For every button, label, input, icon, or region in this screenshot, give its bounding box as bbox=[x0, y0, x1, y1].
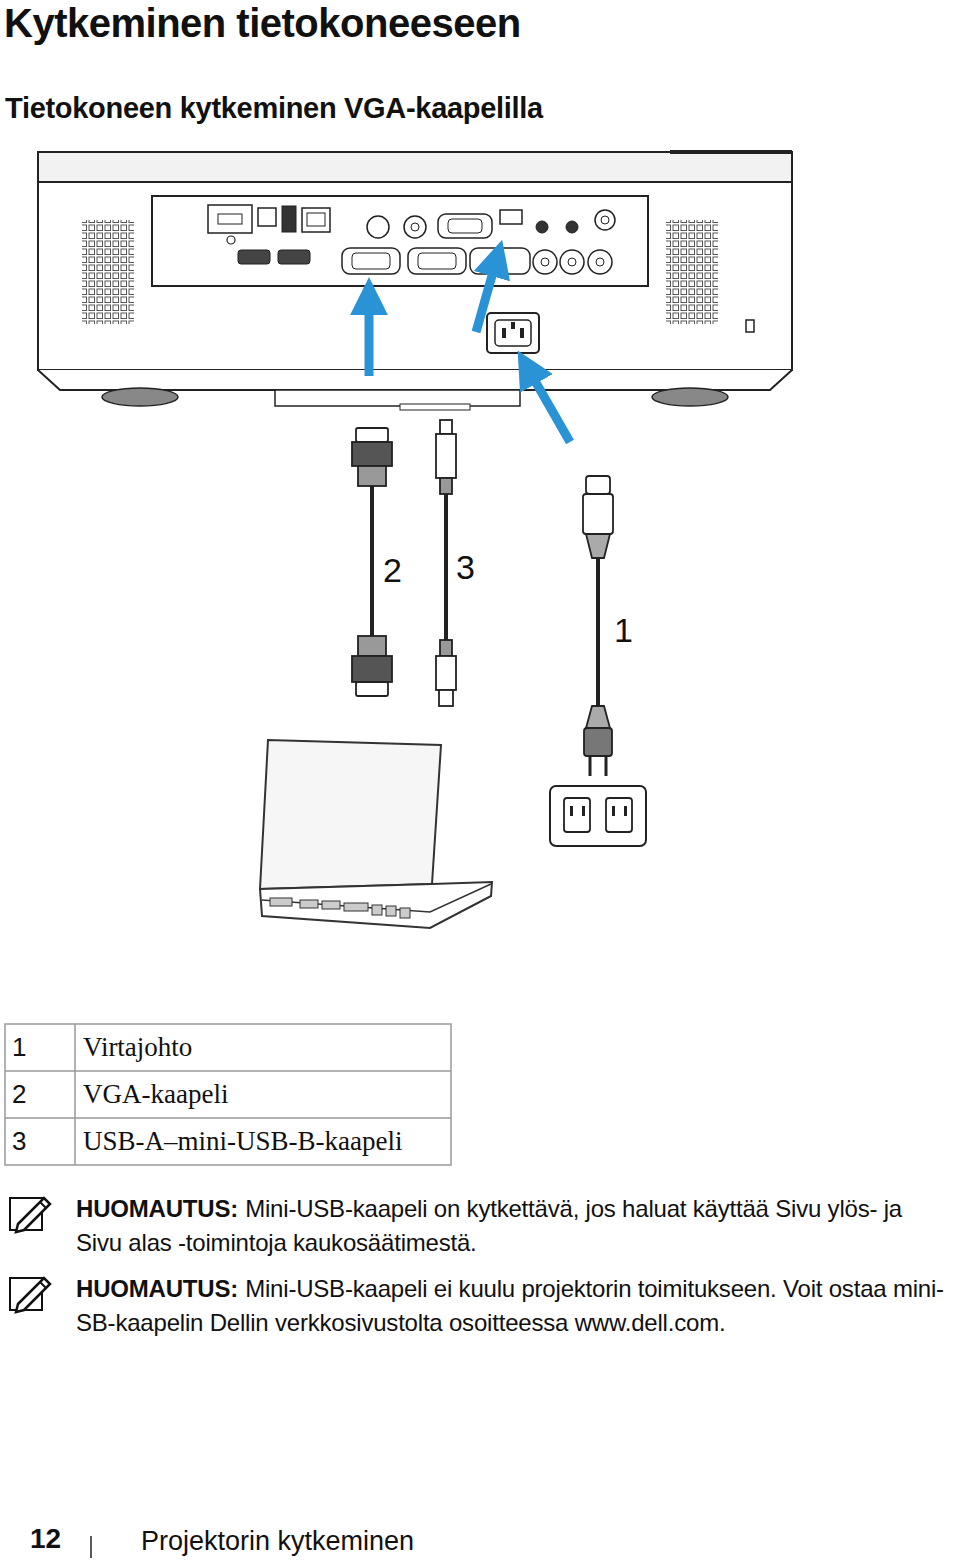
callout-number: 3 bbox=[456, 547, 475, 587]
table-cell: VGA-kaapeli bbox=[83, 1071, 228, 1118]
power-cord bbox=[550, 476, 646, 846]
notes: HUOMAUTUS:Mini-USB-kaapeli on kytkettävä… bbox=[8, 1192, 954, 1352]
note: HUOMAUTUS:Mini-USB-kaapeli ei kuulu proj… bbox=[8, 1272, 954, 1340]
page-number: 12 bbox=[30, 1522, 61, 1556]
note-text: HUOMAUTUS:Mini-USB-kaapeli ei kuulu proj… bbox=[76, 1272, 954, 1340]
laptop bbox=[260, 740, 492, 928]
note-label: HUOMAUTUS: bbox=[76, 1195, 238, 1222]
note-text: HUOMAUTUS:Mini-USB-kaapeli on kytkettävä… bbox=[76, 1192, 954, 1260]
table-cell: 1 bbox=[12, 1024, 26, 1071]
callout-number: 2 bbox=[383, 550, 402, 590]
table-cell: USB-A–mini-USB-B-kaapeli bbox=[83, 1118, 402, 1165]
callout-number: 1 bbox=[614, 610, 633, 650]
note: HUOMAUTUS:Mini-USB-kaapeli on kytkettävä… bbox=[8, 1192, 954, 1260]
note-icon bbox=[8, 1194, 52, 1234]
running-footer: Projektorin kytkeminen bbox=[141, 1524, 414, 1558]
projector bbox=[38, 152, 792, 410]
table-cell: Virtajohto bbox=[83, 1024, 192, 1071]
usb-cable bbox=[436, 420, 456, 706]
section-heading: Tietokoneen kytkeminen VGA-kaapelilla bbox=[5, 90, 543, 126]
legend-table bbox=[5, 1024, 451, 1165]
table-cell: 3 bbox=[12, 1118, 26, 1165]
note-icon bbox=[8, 1274, 52, 1314]
note-label: HUOMAUTUS: bbox=[76, 1275, 238, 1302]
table-cell: 2 bbox=[12, 1071, 26, 1118]
connection-arrows bbox=[369, 258, 570, 442]
footer-separator bbox=[90, 1536, 92, 1558]
page-title: Kytkeminen tietokoneeseen bbox=[4, 0, 521, 47]
